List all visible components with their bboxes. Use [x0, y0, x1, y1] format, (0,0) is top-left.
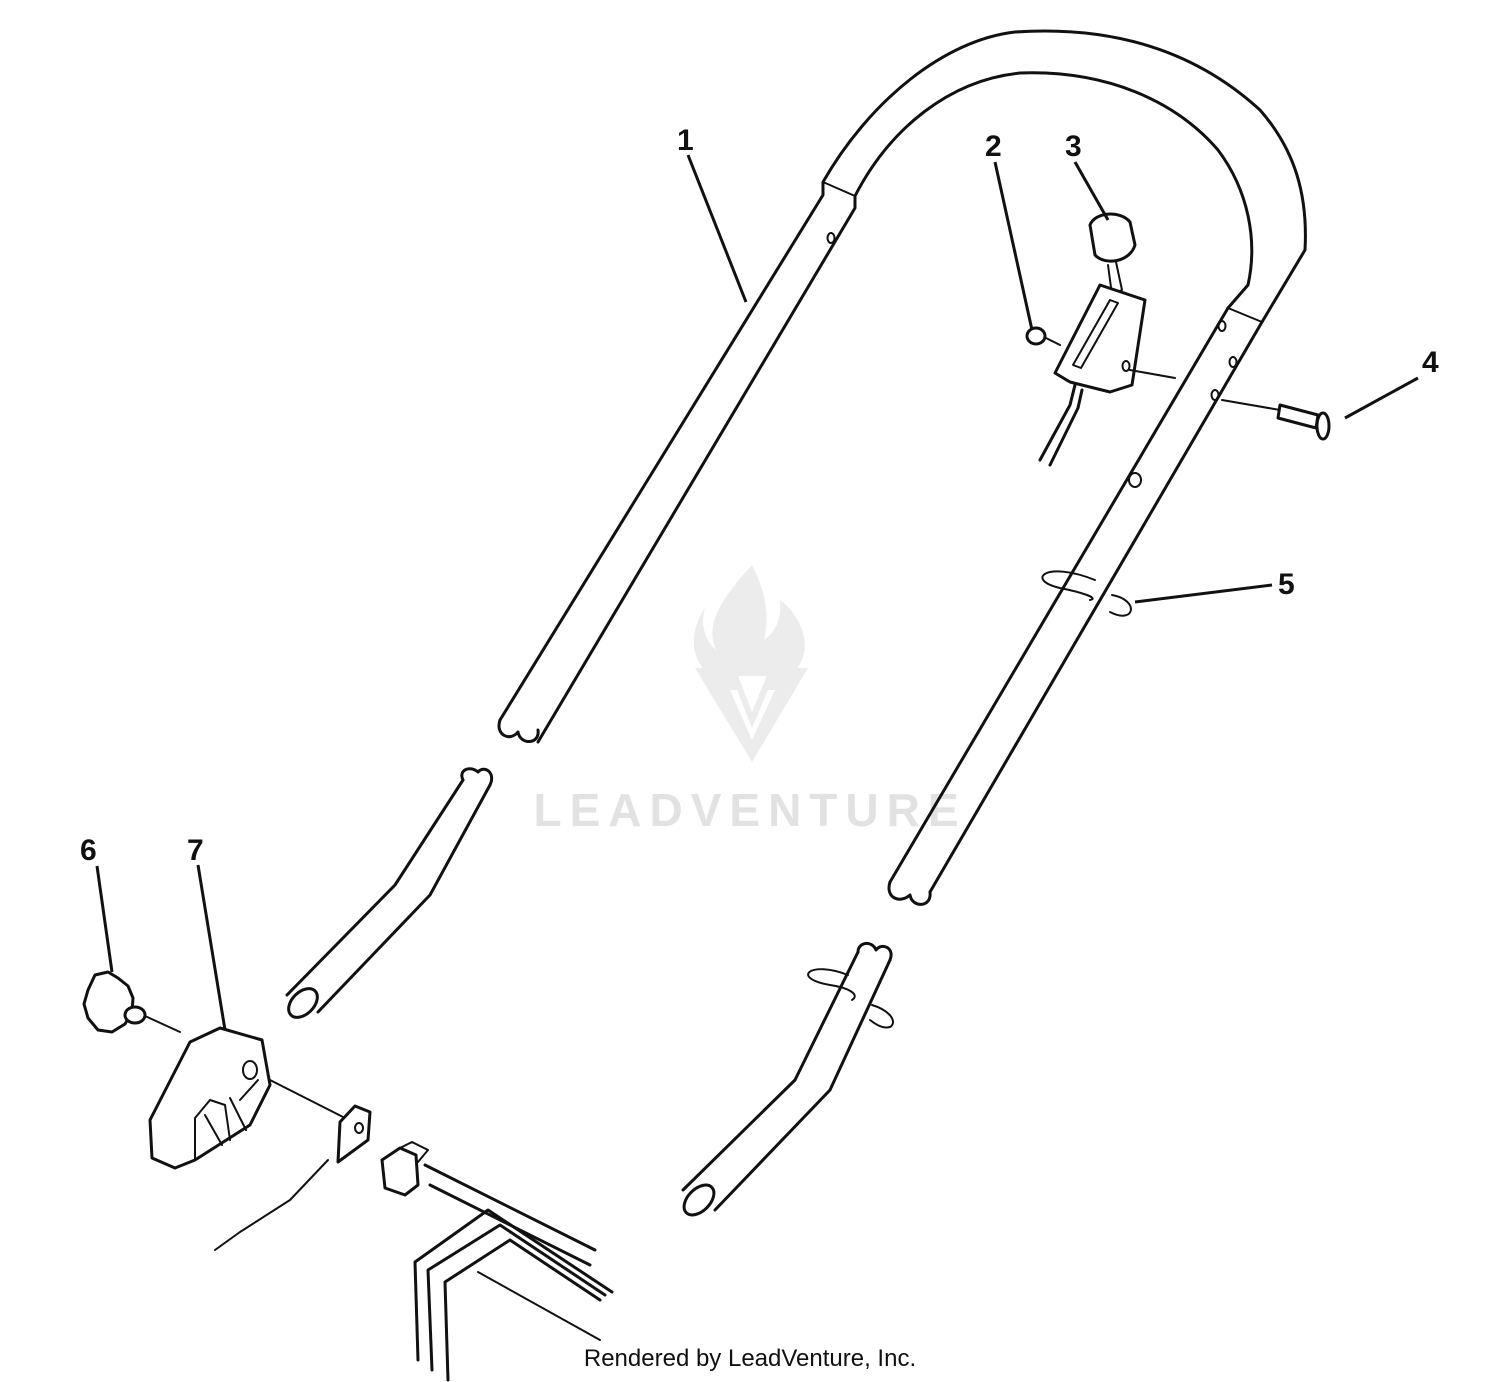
watermark-flame-icon: [693, 565, 805, 676]
deck-bracket: [214, 1104, 597, 1267]
watermark: LEADVENTURE: [533, 565, 966, 836]
callout-1: 1: [677, 124, 694, 157]
control-lever: [1025, 212, 1176, 467]
handle-knob: [82, 970, 181, 1034]
watermark-v-logo-icon: [695, 668, 808, 762]
lower-handle-right: [681, 942, 893, 1217]
watermark-text: LEADVENTURE: [533, 784, 966, 836]
callout-4: 4: [1422, 346, 1439, 379]
mower-deck: [413, 1208, 614, 1382]
handle-bracket: [148, 1026, 346, 1170]
callout-leaders: [95, 154, 1419, 1031]
footer-credit: Rendered by LeadVenture, Inc.: [583, 1345, 917, 1372]
upper-handle: [497, 29, 1307, 906]
callout-6: 6: [80, 834, 97, 867]
callout-7: 7: [187, 834, 204, 867]
lower-handle-left: [285, 767, 493, 1019]
callout-2: 2: [985, 130, 1002, 163]
callout-3: 3: [1065, 130, 1082, 163]
hairpin-clip-lower: [807, 968, 894, 1029]
callout-5: 5: [1278, 568, 1295, 601]
hairpin-clip-upper: [1041, 570, 1132, 617]
callout-labels: 1 2 3 4 5 6 7: [80, 124, 1439, 867]
handle-bolt: [1221, 399, 1331, 441]
